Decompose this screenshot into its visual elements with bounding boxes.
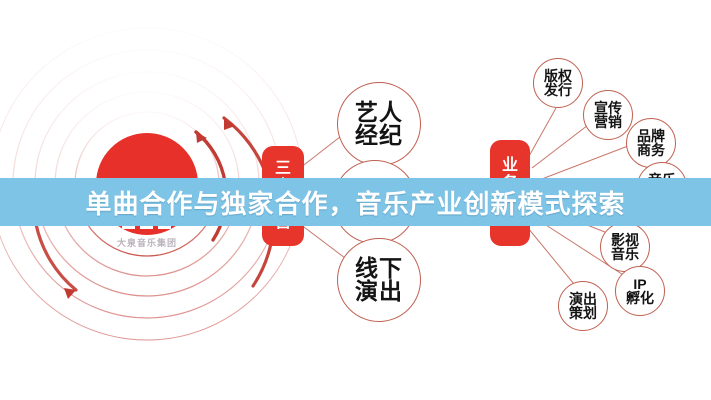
node-label-line: 经纪 [355,122,403,148]
node-label-line: 营销 [594,114,622,130]
banner-title-text: 单曲合作与独家合作，音乐产业创新模式探索 [85,188,626,219]
node-film-tv-music[interactable]: 影视 音乐 [600,222,650,272]
node-label-line: 演出 [355,278,403,304]
node-label-line: 发行 [544,82,572,98]
node-label-line: 演出 [569,290,597,307]
node-ip-incubation[interactable]: IP 孵化 [615,266,665,316]
node-label-line: 品牌 [637,127,665,144]
node-performance-planning[interactable]: 演出 策划 [558,281,608,331]
logo-caption: 大泉音乐集团 [116,238,177,248]
node-label-line: 策划 [569,305,597,321]
title-banner: 单曲合作与独家合作，音乐产业创新模式探索 [0,178,711,226]
node-label-line: 宣传 [594,99,622,116]
node-label-line: 孵化 [626,290,654,306]
node-label-line: 商务 [637,142,665,158]
node-label-line: 艺人 [355,98,403,125]
node-label-line: 版权 [544,67,572,84]
node-copyright-distribution[interactable]: 版权 发行 [533,58,583,108]
node-label-line: IP [633,275,647,292]
arrow-arc-lower-left [34,222,78,299]
node-offline-performance[interactable]: 线下 演出 [337,238,421,322]
node-label-line: 音乐 [611,246,639,262]
group-label-char: 业 [501,157,518,175]
node-label-line: 影视 [611,231,639,248]
group-label-char: 三 [274,160,291,178]
node-artist-management[interactable]: 艺人 经纪 [337,82,421,166]
node-brand-business[interactable]: 品牌 商务 [626,118,676,168]
node-label-line: 线下 [355,254,403,281]
node-promotion-marketing[interactable]: 宣传 营销 [583,90,633,140]
